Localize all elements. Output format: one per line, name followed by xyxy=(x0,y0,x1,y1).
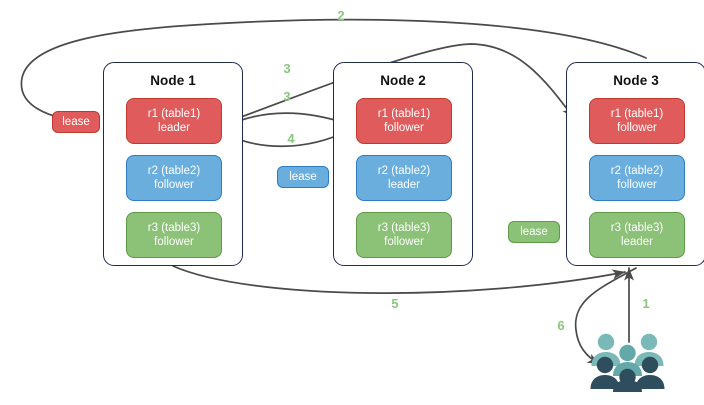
node-title: Node 1 xyxy=(150,73,196,88)
replica-name: r2 (table2) xyxy=(610,165,664,177)
replica-node1-r1[interactable]: r1 (table1) leader xyxy=(126,98,222,144)
people-group-icon xyxy=(590,333,665,392)
replica-role: follower xyxy=(617,122,657,134)
step-label-2: 2 xyxy=(337,8,345,23)
lease-badge-blue[interactable]: lease xyxy=(277,166,329,188)
replica-name: r1 (table1) xyxy=(147,108,201,120)
replica-role: leader xyxy=(388,179,420,191)
users-group[interactable] xyxy=(588,330,672,392)
node-title: Node 2 xyxy=(380,73,426,88)
replica-role: follower xyxy=(384,122,424,134)
replica-node3-r2[interactable]: r2 (table2) follower xyxy=(589,155,685,201)
replica-node2-r3[interactable]: r3 (table3) follower xyxy=(356,212,452,258)
replica-node2-r1[interactable]: r1 (table1) follower xyxy=(356,98,452,144)
lease-badge-green[interactable]: lease xyxy=(508,221,560,243)
replica-name: r2 (table2) xyxy=(377,165,431,177)
node-title: Node 3 xyxy=(613,73,659,88)
replica-name: r3 (table3) xyxy=(610,222,664,234)
person-front-center xyxy=(613,368,642,392)
replica-name: r1 (table1) xyxy=(377,108,431,120)
step-label-6: 6 xyxy=(557,318,565,333)
step-label-5: 5 xyxy=(391,296,399,311)
replica-name: r1 (table1) xyxy=(610,108,664,120)
step-label-3a: 3 xyxy=(283,61,291,76)
replica-node1-r3[interactable]: r3 (table3) follower xyxy=(126,212,222,258)
node-container-node3[interactable]: Node 3 r1 (table1) follower r2 (table2) … xyxy=(566,62,704,266)
replica-node3-r3[interactable]: r3 (table3) leader xyxy=(589,212,685,258)
edge-step-5 xyxy=(172,265,626,294)
replica-name: r3 (table3) xyxy=(147,222,201,234)
person-front-left xyxy=(590,356,620,389)
replica-node3-r1[interactable]: r1 (table1) follower xyxy=(589,98,685,144)
replica-role: follower xyxy=(384,236,424,248)
replica-role: leader xyxy=(621,236,653,248)
replica-name: r3 (table3) xyxy=(377,222,431,234)
node-container-node1[interactable]: Node 1 r1 (table1) leader r2 (table2) fo… xyxy=(103,62,243,266)
replica-role: follower xyxy=(617,179,657,191)
node-container-node2[interactable]: Node 2 r1 (table1) follower r2 (table2) … xyxy=(333,62,473,266)
replica-name: r2 (table2) xyxy=(147,165,201,177)
person-front-right xyxy=(635,356,665,389)
step-label-4: 4 xyxy=(287,131,295,146)
step-label-1: 1 xyxy=(642,296,650,311)
replica-node1-r2[interactable]: r2 (table2) follower xyxy=(126,155,222,201)
replica-role: leader xyxy=(158,122,190,134)
lease-badge-red[interactable]: lease xyxy=(52,111,100,133)
replica-role: follower xyxy=(154,179,194,191)
step-label-3b: 3 xyxy=(283,89,291,104)
replica-role: follower xyxy=(154,236,194,248)
replica-node2-r2[interactable]: r2 (table2) leader xyxy=(356,155,452,201)
